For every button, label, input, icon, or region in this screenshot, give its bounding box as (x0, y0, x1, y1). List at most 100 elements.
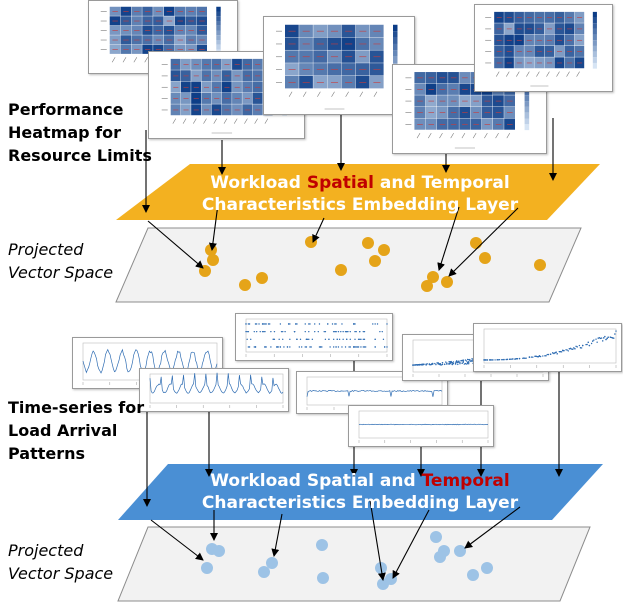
spatial-point (205, 244, 217, 256)
series-point (460, 360, 462, 362)
series-point (381, 330, 383, 333)
heatmap-tick-label (495, 71, 500, 77)
heatmap-tick-label (264, 118, 269, 124)
series-point (457, 363, 459, 366)
heatmap-colorbar-segment (216, 30, 221, 36)
series-point (565, 349, 567, 351)
temporal-point (258, 566, 270, 578)
series-point (566, 349, 568, 351)
series-point (372, 323, 374, 325)
heatmap-tick-label (416, 132, 421, 139)
series-point (263, 330, 265, 333)
series-point (261, 323, 264, 325)
series-point (536, 355, 538, 358)
series-point (518, 357, 521, 360)
heatmap-colorbar-segment (524, 118, 530, 125)
series-point (483, 359, 485, 361)
series-point (464, 359, 467, 361)
temporal-point (430, 531, 442, 543)
series-point (539, 355, 542, 358)
series-point (604, 335, 606, 338)
series-point (247, 323, 250, 325)
series-point (336, 338, 338, 341)
series-point (532, 356, 534, 358)
series-point (280, 330, 283, 333)
series-point (466, 358, 469, 361)
heatmap-colorbar-segment (524, 95, 530, 102)
series-point (379, 330, 381, 333)
series-point (549, 353, 552, 355)
series-point (324, 338, 327, 341)
series-point (449, 360, 451, 363)
projected-space-label-2: Projected Vector Space (8, 539, 113, 585)
timeseries-title-line-1: Time-series for (8, 398, 145, 417)
series-point (357, 346, 360, 348)
series-line (358, 423, 489, 426)
series-point (355, 330, 357, 333)
series-point (279, 346, 282, 348)
series-point (464, 362, 467, 365)
series-point (454, 362, 457, 365)
heatmap-colorbar-segment (524, 101, 530, 107)
timeseries-title-line-2: Load Arrival (8, 421, 118, 440)
projected-label-line-2: Vector Space (8, 564, 114, 583)
temporal-layer-line-1: Workload Spatial and Temporal (160, 470, 560, 492)
heatmap-tick-label (516, 71, 520, 77)
series-point (360, 346, 362, 348)
series-point (593, 339, 595, 341)
series-point (580, 347, 583, 349)
series-point (340, 330, 342, 333)
heatmap-colorbar-segment (393, 31, 398, 38)
series-point (319, 346, 322, 348)
series-point (364, 346, 367, 348)
series-point (465, 363, 468, 365)
series-point (353, 323, 355, 325)
spatial-embedding-layer (116, 164, 600, 220)
series-point (296, 323, 298, 325)
heatmap-tick-label (345, 91, 349, 97)
plot-frame (483, 328, 617, 364)
heatmap-colorbar-segment (393, 43, 398, 51)
series-point (471, 358, 473, 360)
series-point (254, 323, 257, 325)
series-point (416, 364, 419, 366)
series-point (428, 363, 431, 365)
series-point (595, 338, 597, 340)
series-point (462, 361, 464, 363)
heatmap-colorbar-segment (393, 56, 398, 64)
series-point (354, 330, 356, 333)
series-point (562, 349, 564, 352)
temporal-point (266, 557, 278, 569)
heatmap-chart-icon (161, 58, 287, 134)
series-point (308, 330, 310, 333)
heatmap-tick-label (556, 71, 560, 77)
series-point (304, 346, 306, 348)
heatmap-colorbar-segment (592, 34, 597, 41)
timeseries-thumbnail-7 (473, 323, 622, 372)
series-point (573, 347, 575, 349)
series-point (386, 346, 388, 348)
series-point (575, 345, 577, 348)
heatmap-chart-icon (485, 11, 597, 87)
series-point (374, 346, 376, 348)
series-point (250, 338, 252, 341)
temporal-point (316, 539, 328, 551)
series-point (599, 337, 602, 340)
temporal-point (213, 545, 225, 557)
series-point (452, 361, 455, 363)
series-point (535, 355, 537, 357)
series-point (286, 346, 289, 348)
series-point (331, 323, 334, 325)
series-point (570, 348, 573, 350)
series-point (534, 355, 536, 358)
series-point (328, 338, 330, 341)
heatmap-tick-label (526, 71, 530, 77)
heatmap-colorbar-segment (524, 112, 530, 119)
series-point (579, 347, 582, 349)
series-point (446, 363, 448, 365)
heatmap-colorbar-segment (592, 23, 597, 29)
projected-label-line-1: Projected (8, 541, 84, 560)
series-point (359, 338, 361, 341)
series-point (524, 357, 526, 360)
series-point (610, 336, 613, 339)
